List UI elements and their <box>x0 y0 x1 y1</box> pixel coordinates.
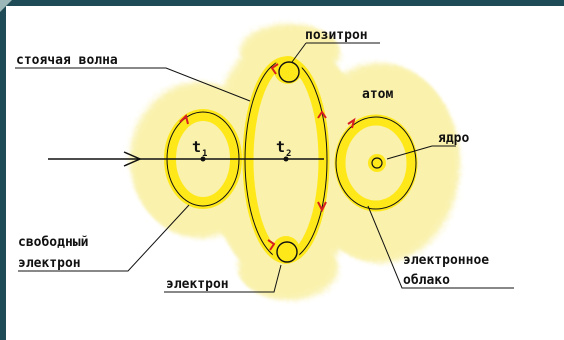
label-electron-cloud-line1: электронное <box>403 253 489 268</box>
label-atom: атом <box>362 87 393 102</box>
label-electron: электрон <box>166 277 229 292</box>
positron-glow <box>274 56 302 84</box>
label-electron-cloud-line2: облако <box>403 273 450 288</box>
label-t1: t <box>192 138 201 156</box>
electron-glow <box>272 236 300 264</box>
label-positron: позитрон <box>305 28 368 43</box>
label-free-electron-line2: электрон <box>18 256 81 271</box>
label-t1-subscript: 1 <box>202 149 207 159</box>
label-t2: t <box>276 138 285 156</box>
label-standing-wave: стоячая волна <box>16 53 118 68</box>
label-free-electron-line1: свободный <box>18 235 88 250</box>
label-nucleus: ядро <box>438 131 469 146</box>
label-t2-subscript: 2 <box>286 149 291 159</box>
nucleus-glow <box>368 154 386 172</box>
